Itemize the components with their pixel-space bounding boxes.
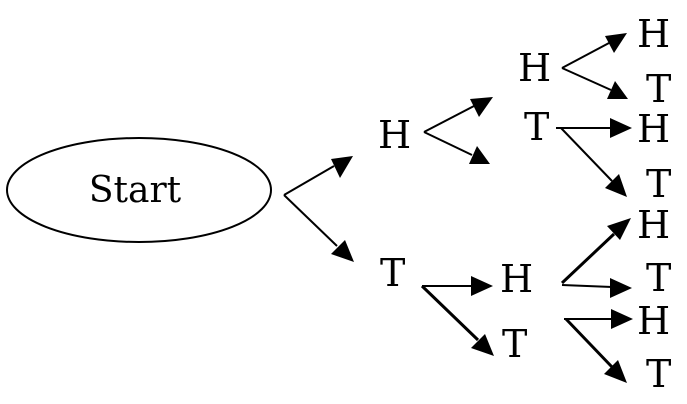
edges-from-tt xyxy=(564,309,633,383)
arrow-heads-to-hh xyxy=(470,97,493,117)
arrow-hh-to-hht xyxy=(607,81,628,99)
start-node: Start xyxy=(6,137,272,243)
edge-tails-to-tt xyxy=(420,284,480,342)
arrow-heads-to-ht xyxy=(469,146,490,164)
node-hht: T xyxy=(646,67,671,111)
edge-hh-to-hht xyxy=(561,67,612,91)
arrow-ht-to-hth xyxy=(610,118,632,138)
edge-th-to-thh xyxy=(560,232,616,285)
start-oval xyxy=(6,137,272,243)
node-htt: T xyxy=(646,162,671,206)
node-heads: H xyxy=(378,113,411,157)
node-tt: T xyxy=(502,322,527,366)
edge-heads-to-ht xyxy=(423,131,473,156)
edge-ht-to-htt xyxy=(560,127,613,182)
edge-start-to-tails xyxy=(283,194,338,247)
arrow-start-to-heads xyxy=(331,156,353,178)
node-hhh: H xyxy=(637,12,670,56)
node-tails: T xyxy=(380,251,405,295)
edge-heads-to-hh xyxy=(423,105,475,133)
node-ttt: T xyxy=(646,352,671,396)
arrow-start-to-tails xyxy=(331,240,354,262)
edges-from-ht xyxy=(556,118,632,197)
arrow-tt-to-tth xyxy=(611,309,633,329)
node-hh: H xyxy=(518,46,551,90)
node-ht: T xyxy=(524,105,549,149)
edges-from-heads xyxy=(423,97,493,164)
node-th: H xyxy=(500,257,533,301)
node-tht: T xyxy=(646,256,671,300)
edges-from-hh xyxy=(561,33,628,99)
arrow-hh-to-hhh xyxy=(605,33,627,53)
start-label: Start xyxy=(89,170,182,211)
arrow-tt-to-ttt xyxy=(604,360,627,383)
edge-start-to-heads xyxy=(283,165,335,196)
edges-from-start xyxy=(283,156,354,262)
arrow-tails-to-th xyxy=(471,276,493,296)
node-hth: H xyxy=(637,107,670,151)
edge-hh-to-hhh xyxy=(561,42,610,69)
edge-th-to-tht xyxy=(561,284,613,288)
arrow-th-to-tht xyxy=(610,278,632,298)
edge-tt-to-ttt xyxy=(564,317,614,369)
edges-from-tails xyxy=(420,276,494,356)
arrow-ht-to-htt xyxy=(605,174,627,197)
node-tth: H xyxy=(637,299,670,343)
arrow-tails-to-tt xyxy=(471,334,494,356)
edges-from-th xyxy=(560,218,632,298)
node-thh: H xyxy=(637,203,670,247)
arrow-th-to-thh xyxy=(607,218,631,240)
